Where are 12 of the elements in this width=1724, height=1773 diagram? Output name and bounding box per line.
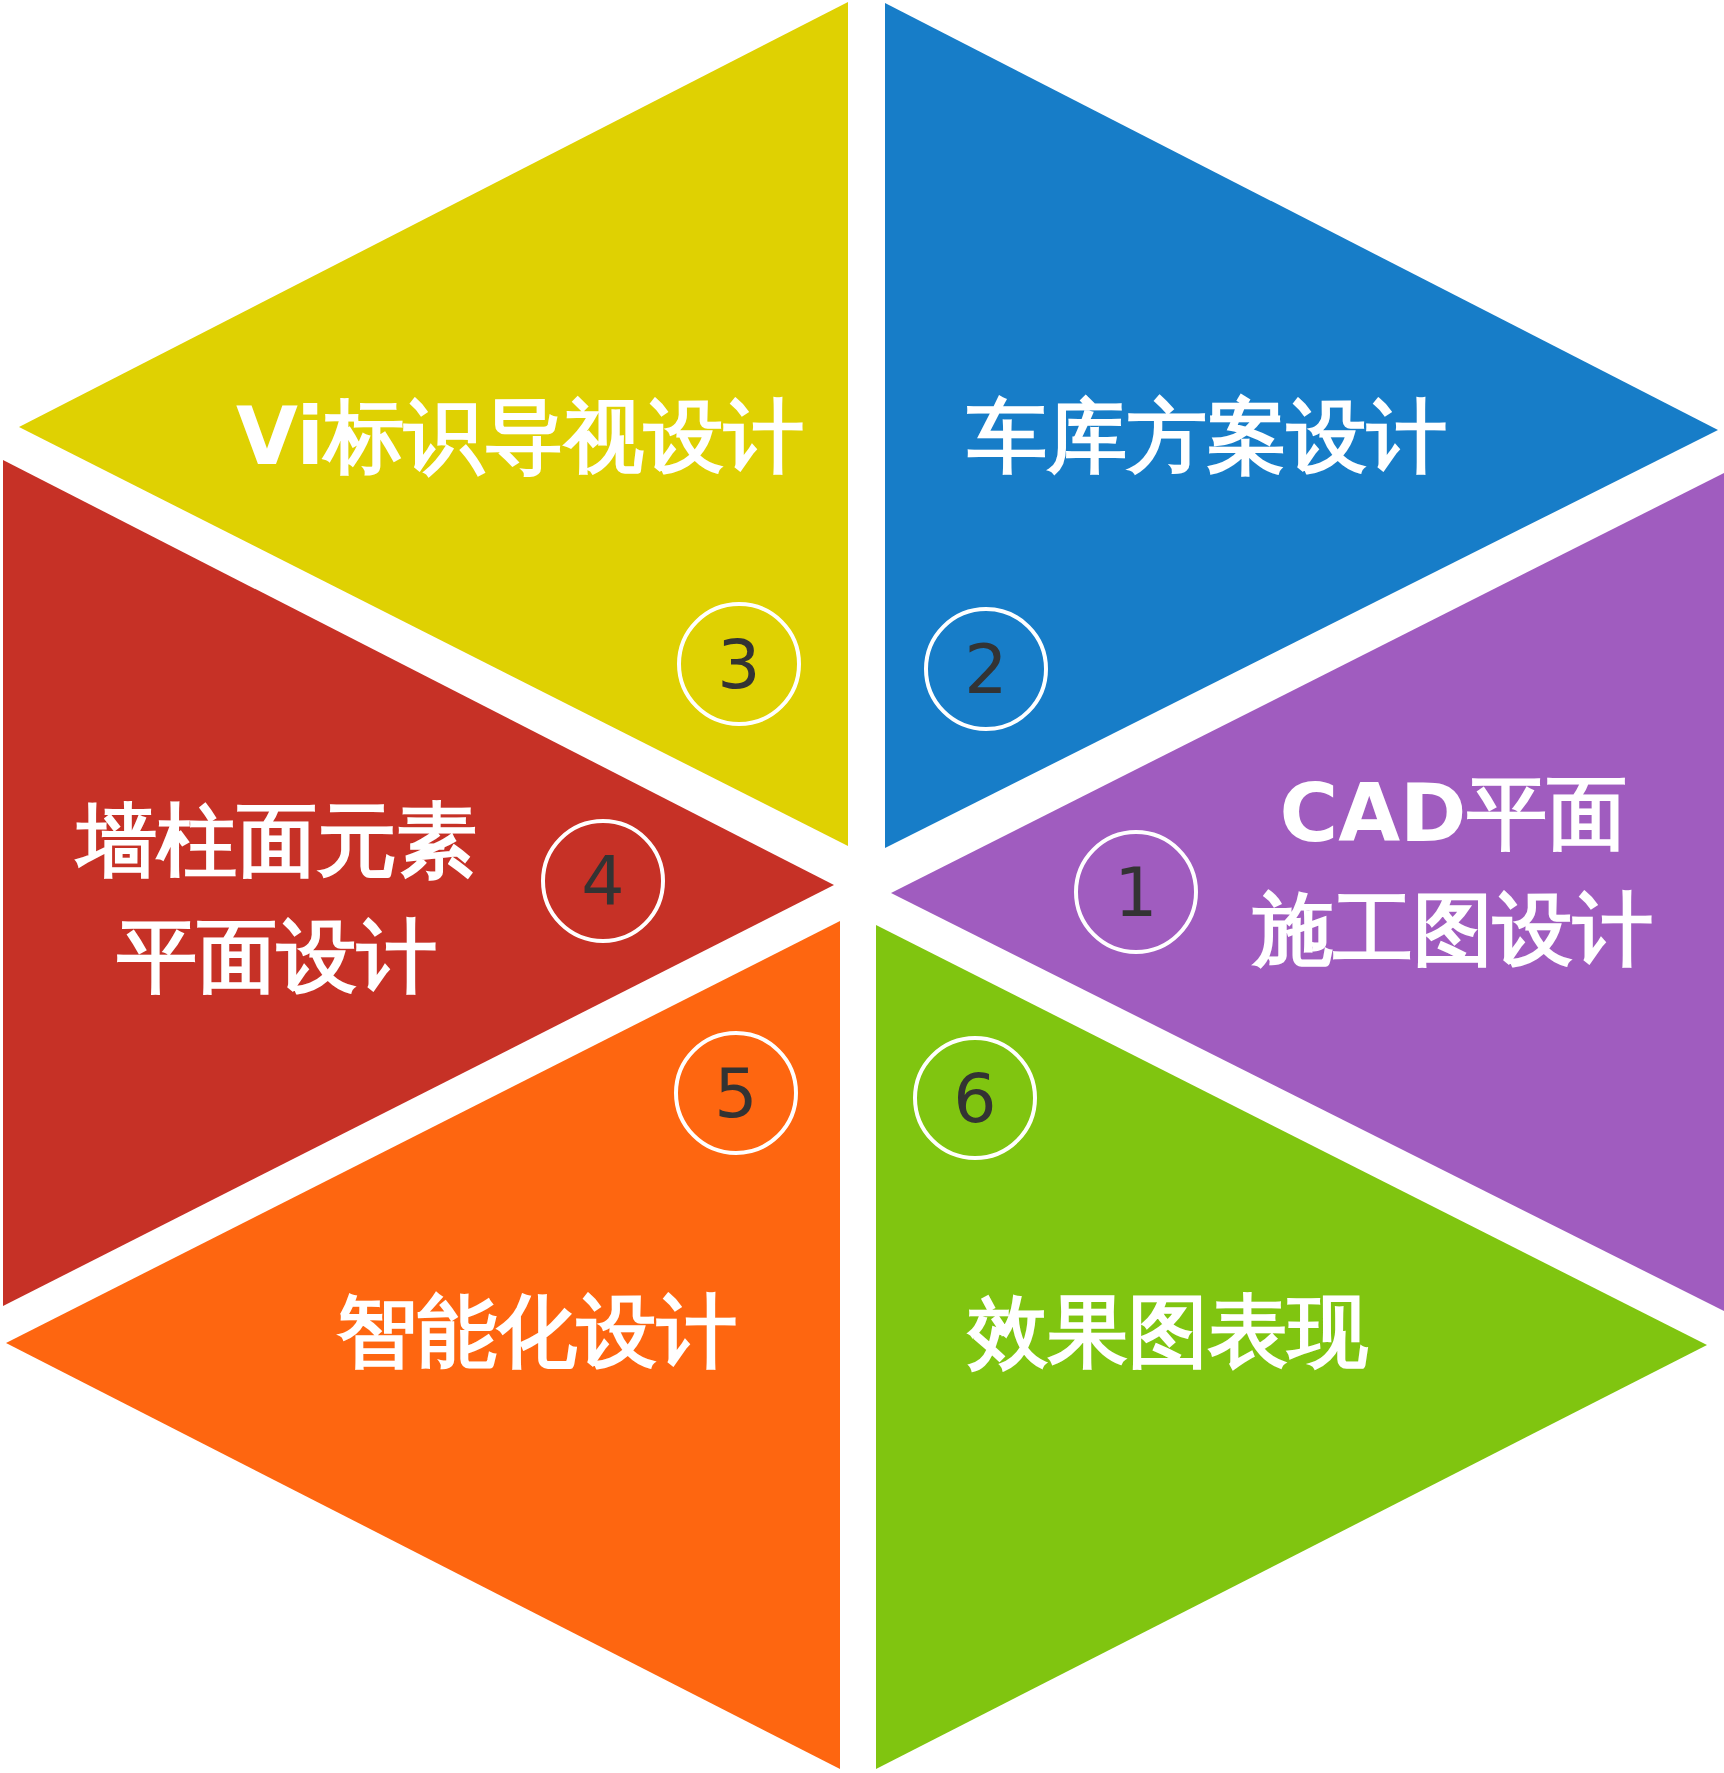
number-circle: 5 <box>674 1031 798 1155</box>
segment-label: 效果图表现 <box>968 1284 1368 1380</box>
number-circle: 2 <box>924 607 1048 731</box>
segment-label: CAD平面施工图设计 <box>1250 766 1654 978</box>
segment-label: 车库方案设计 <box>967 389 1447 485</box>
number-circle: 3 <box>677 602 801 726</box>
number-circle: 4 <box>541 819 665 943</box>
segment-label: 墙柱面元素平面设计 <box>72 783 482 1015</box>
number-circle: 1 <box>1074 830 1198 954</box>
number-circle: 6 <box>913 1036 1037 1160</box>
segment-label: 智能化设计 <box>337 1284 737 1380</box>
segment-label: Vi标识导视设计 <box>236 389 804 485</box>
